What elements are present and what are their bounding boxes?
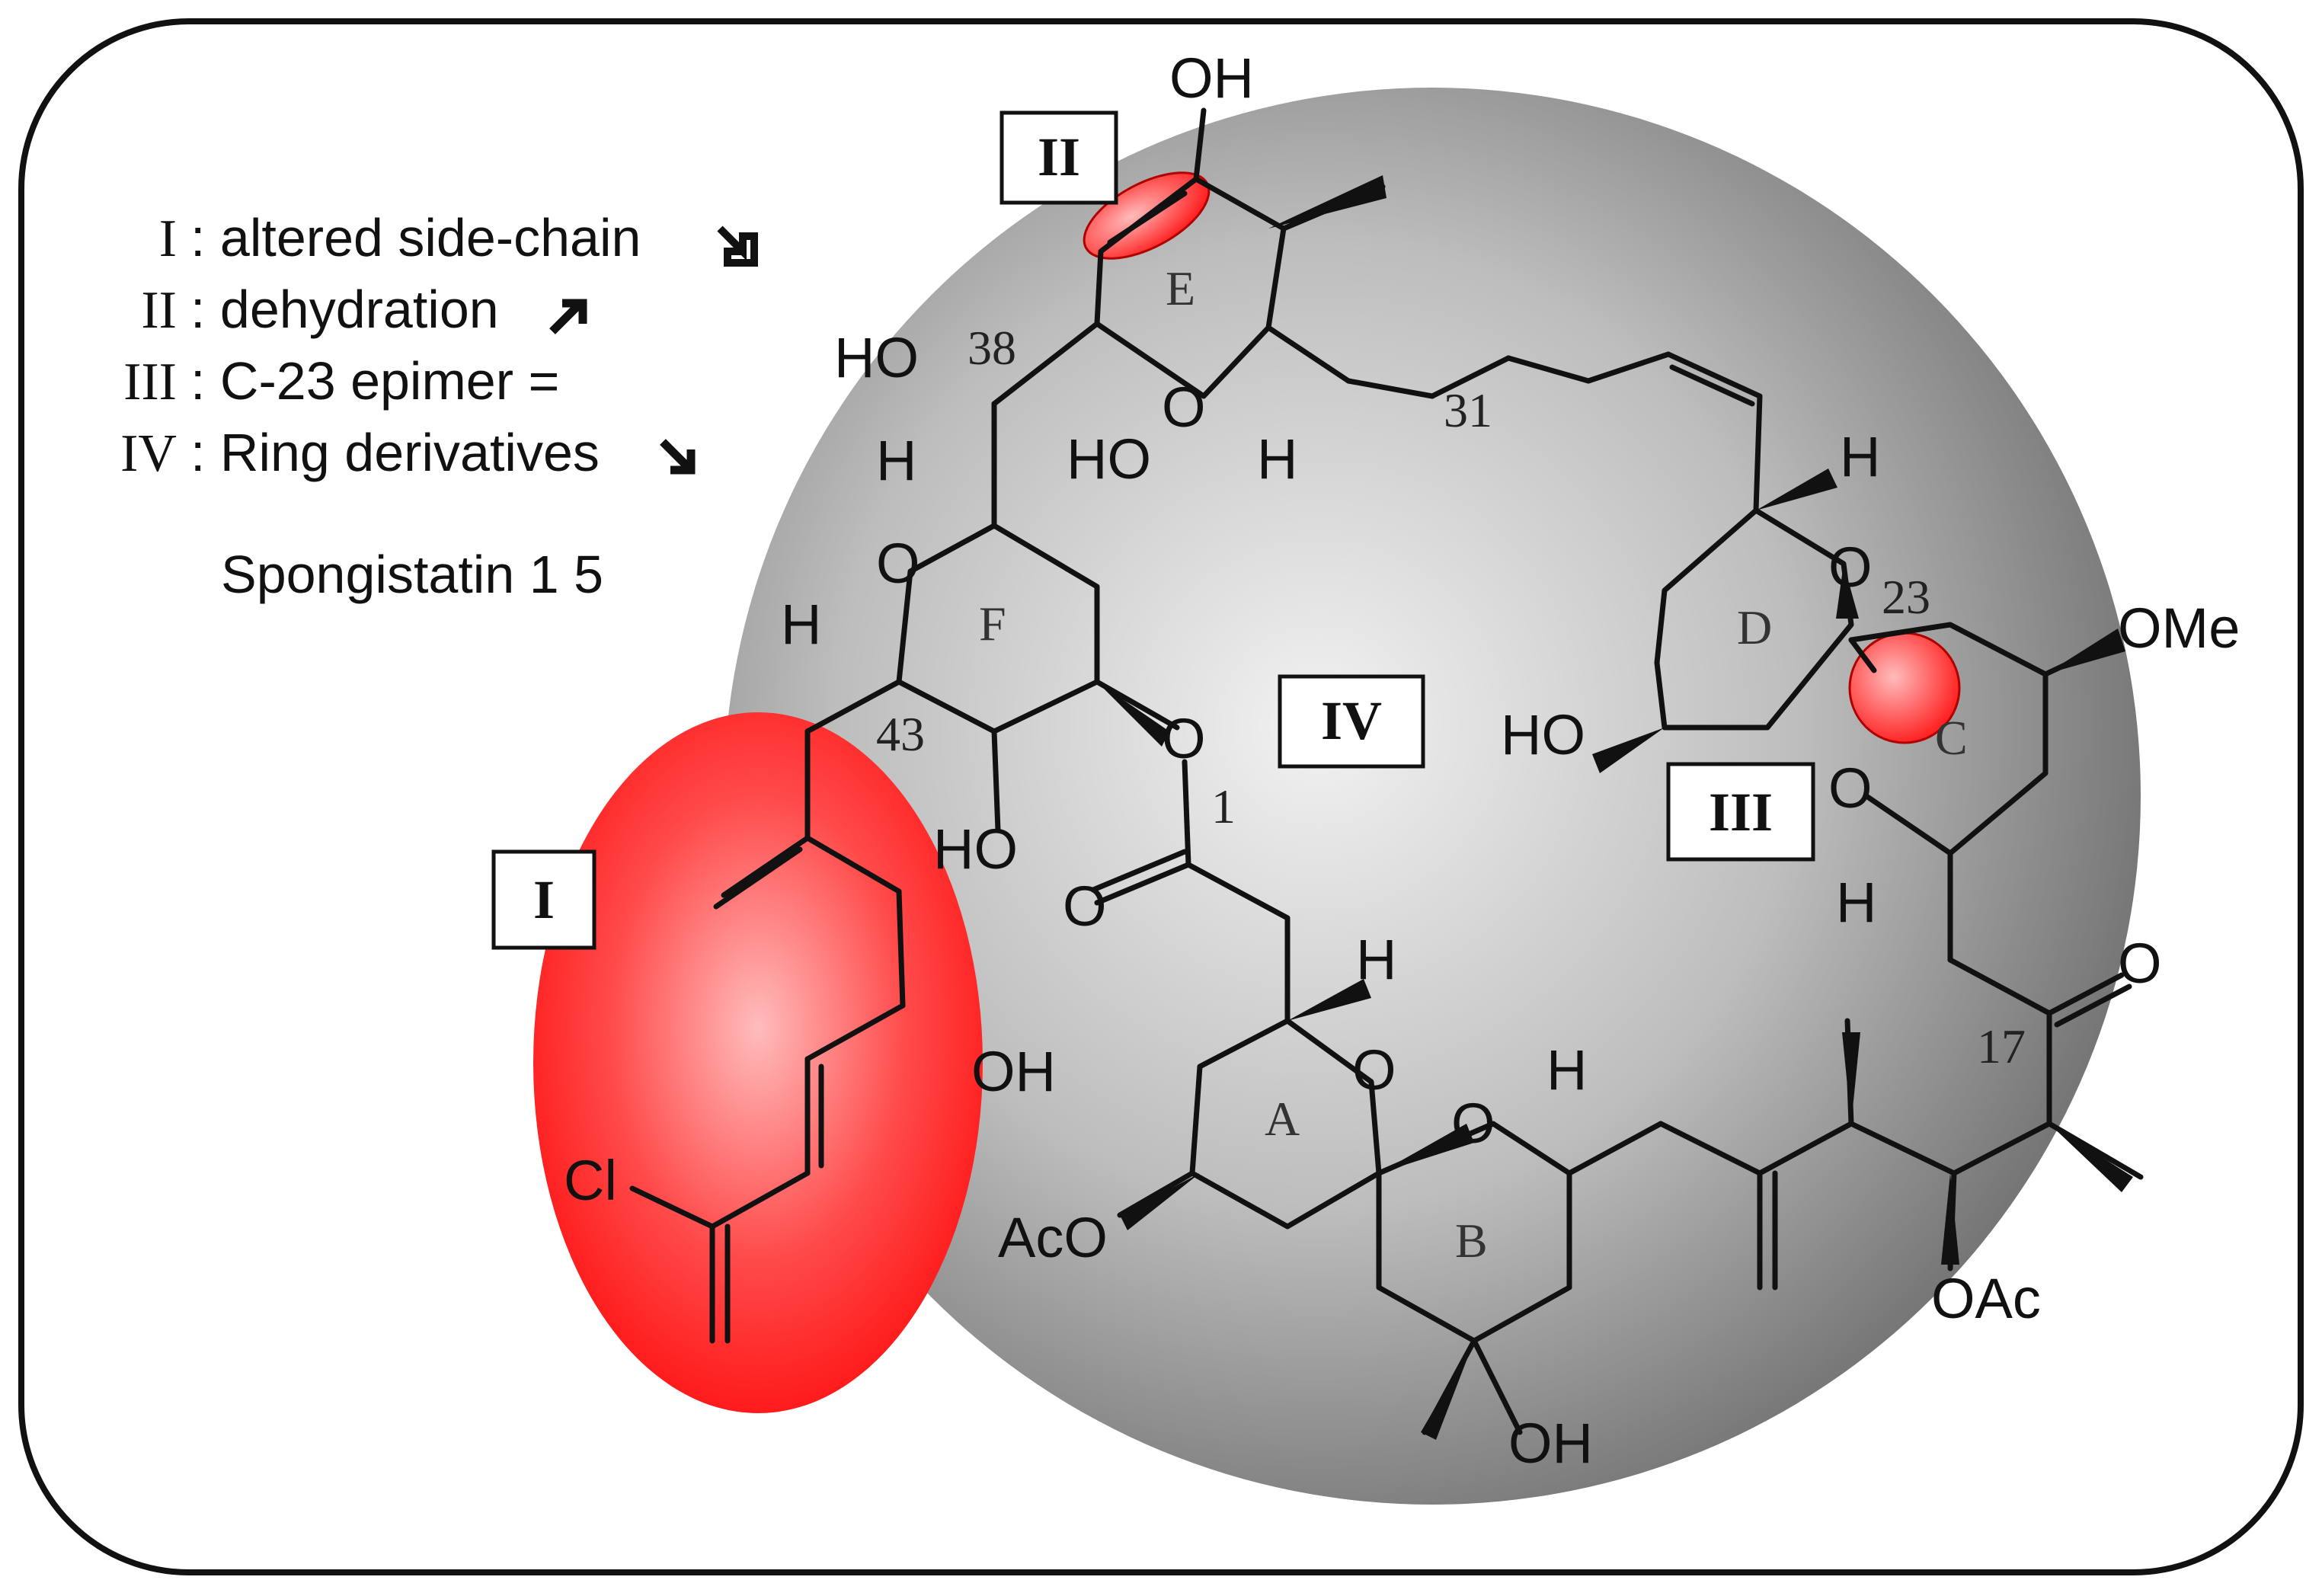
atom-o-b: O <box>1451 1092 1495 1155</box>
atom-h-c: H <box>1836 871 1876 934</box>
svg-text:II: II <box>1038 126 1080 187</box>
legend: I : altered side-chain II : dehydration … <box>120 208 758 604</box>
legend-item-iv: IV : Ring derivatives <box>120 423 696 483</box>
ring-label-b: B <box>1455 1214 1488 1268</box>
atom-o-c-bottom: O <box>1828 756 1873 820</box>
carbon-number-23: 23 <box>1882 570 1930 624</box>
svg-text:: Ring derivatives: : Ring derivatives <box>190 423 600 482</box>
atom-ho-e-bottom: HO <box>1067 427 1151 491</box>
svg-text:: C-23 epimer =: : C-23 epimer = <box>190 351 559 411</box>
svg-text:IV: IV <box>120 424 177 483</box>
atom-ho-d: HO <box>1501 703 1585 766</box>
down-right-arrow-icon <box>660 439 696 475</box>
atom-o-carbonyl: O <box>1063 875 1107 938</box>
wedge-bonds <box>1097 175 2133 1440</box>
svg-text:III: III <box>1709 782 1773 843</box>
svg-text:I: I <box>533 869 555 930</box>
atom-oh-top: OH <box>1169 46 1254 110</box>
atom-oh-side: OH <box>971 1040 1056 1103</box>
atom-ho-f-bottom: HO <box>933 817 1018 881</box>
svg-text:III: III <box>123 353 177 411</box>
atom-o-d: O <box>1828 536 1873 599</box>
ring-label-a: A <box>1265 1092 1300 1146</box>
atom-h-a: H <box>1356 928 1396 991</box>
down-right-arrow-icon <box>717 225 758 267</box>
atom-h-b: H <box>1546 1038 1587 1102</box>
atom-oh-b: OH <box>1508 1412 1593 1475</box>
region-box-ii: II <box>999 110 1118 205</box>
svg-text:: altered side-chain: : altered side-chain <box>190 208 641 267</box>
carbon-number-38: 38 <box>968 321 1016 375</box>
carbon-number-1: 1 <box>1211 779 1236 833</box>
legend-item-iii: III : C-23 epimer = <box>123 351 559 411</box>
ring-label-f: F <box>979 597 1006 651</box>
atom-ho-38: HO <box>834 326 919 389</box>
atom-oac: OAc <box>1931 1267 2041 1330</box>
atom-o-e: O <box>1162 376 1206 439</box>
atom-h-f: H <box>876 429 916 492</box>
atom-o-ester: O <box>1162 707 1206 770</box>
atom-h-43: H <box>781 593 821 656</box>
atom-o-17: O <box>2118 932 2162 995</box>
side-chain-highlight <box>533 712 983 1413</box>
carbon-number-43: 43 <box>876 707 925 761</box>
ring-label-c: C <box>1935 711 1968 765</box>
macrocycle-sphere <box>724 88 2141 1505</box>
atom-h-d: H <box>1840 425 1880 488</box>
atom-ome: OMe <box>2118 597 2240 660</box>
svg-text:I: I <box>159 209 177 268</box>
svg-text:II: II <box>141 281 177 340</box>
svg-text:IV: IV <box>1321 690 1382 751</box>
up-right-arrow-icon <box>549 299 587 334</box>
carbon-number-31: 31 <box>1444 383 1492 437</box>
legend-item-i: I : altered side-chain <box>159 208 758 268</box>
region-box-iv: IV <box>1278 674 1425 769</box>
compound-name: Spongistatin 1 5 <box>221 545 603 604</box>
structure-bonds <box>629 107 2144 1435</box>
atom-o-f: O <box>876 532 920 595</box>
ring-label-e: E <box>1166 261 1195 315</box>
atom-aco: AcO <box>998 1206 1108 1269</box>
atom-o-a: O <box>1352 1038 1396 1102</box>
carbon-number-17: 17 <box>1977 1019 2026 1073</box>
region-box-iii: III <box>1666 762 1815 862</box>
ring-label-d: D <box>1737 600 1772 654</box>
atom-cl: Cl <box>564 1149 617 1212</box>
legend-item-ii: II : dehydration <box>141 280 587 340</box>
atom-h-e: H <box>1257 427 1297 491</box>
region-box-i: I <box>491 849 596 950</box>
svg-text:: dehydration: : dehydration <box>190 280 499 339</box>
